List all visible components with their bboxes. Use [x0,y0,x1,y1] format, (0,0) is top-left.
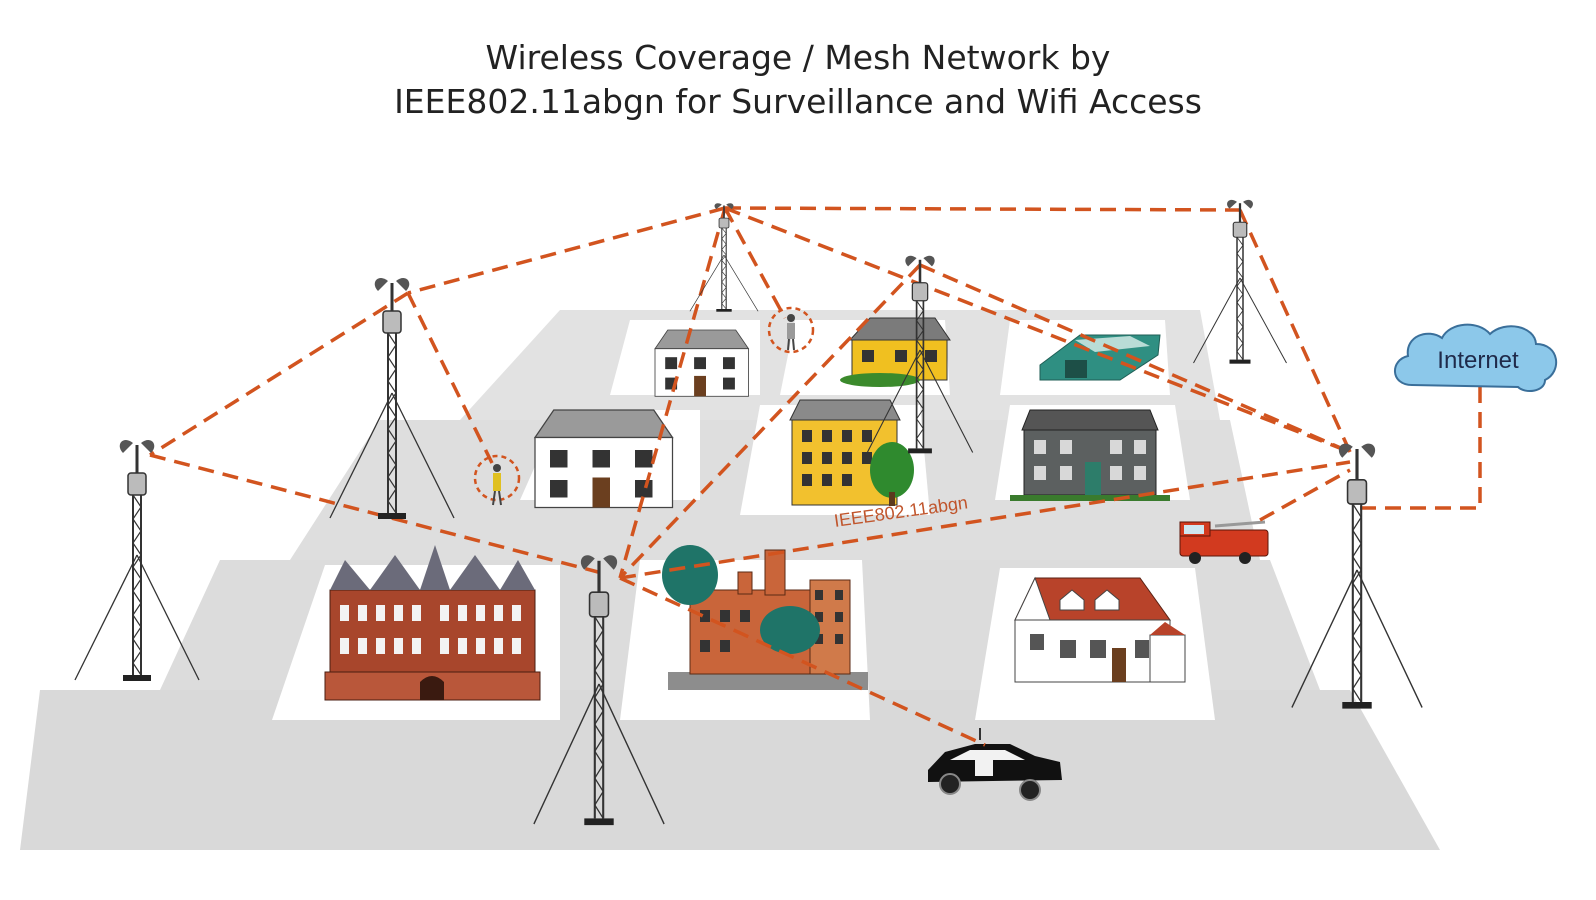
house-top-left [654,329,749,397]
castle [324,545,541,701]
police-car-icon [928,728,1062,801]
person-icon [473,454,521,506]
title-line-2: IEEE802.11abgn for Surveillance and Wifi… [394,82,1202,121]
barn [1039,334,1161,381]
internet-label: Internet [1437,347,1519,374]
mesh-tower-icon [73,438,201,683]
title-line-1: Wireless Coverage / Mesh Network by [485,38,1111,77]
house-left-middle [534,409,674,509]
fire-truck-icon [1179,520,1269,564]
mesh-links [149,206,1482,747]
person-icon [767,306,815,354]
apartment-yellow [789,399,914,506]
page-title: Wireless Coverage / Mesh Network by IEEE… [0,36,1596,124]
factory [662,545,868,690]
cloud-icon: Internet [1394,323,1558,393]
house-yellow [840,317,951,387]
house-red-roof [1014,576,1186,683]
house-gray [1010,409,1170,501]
